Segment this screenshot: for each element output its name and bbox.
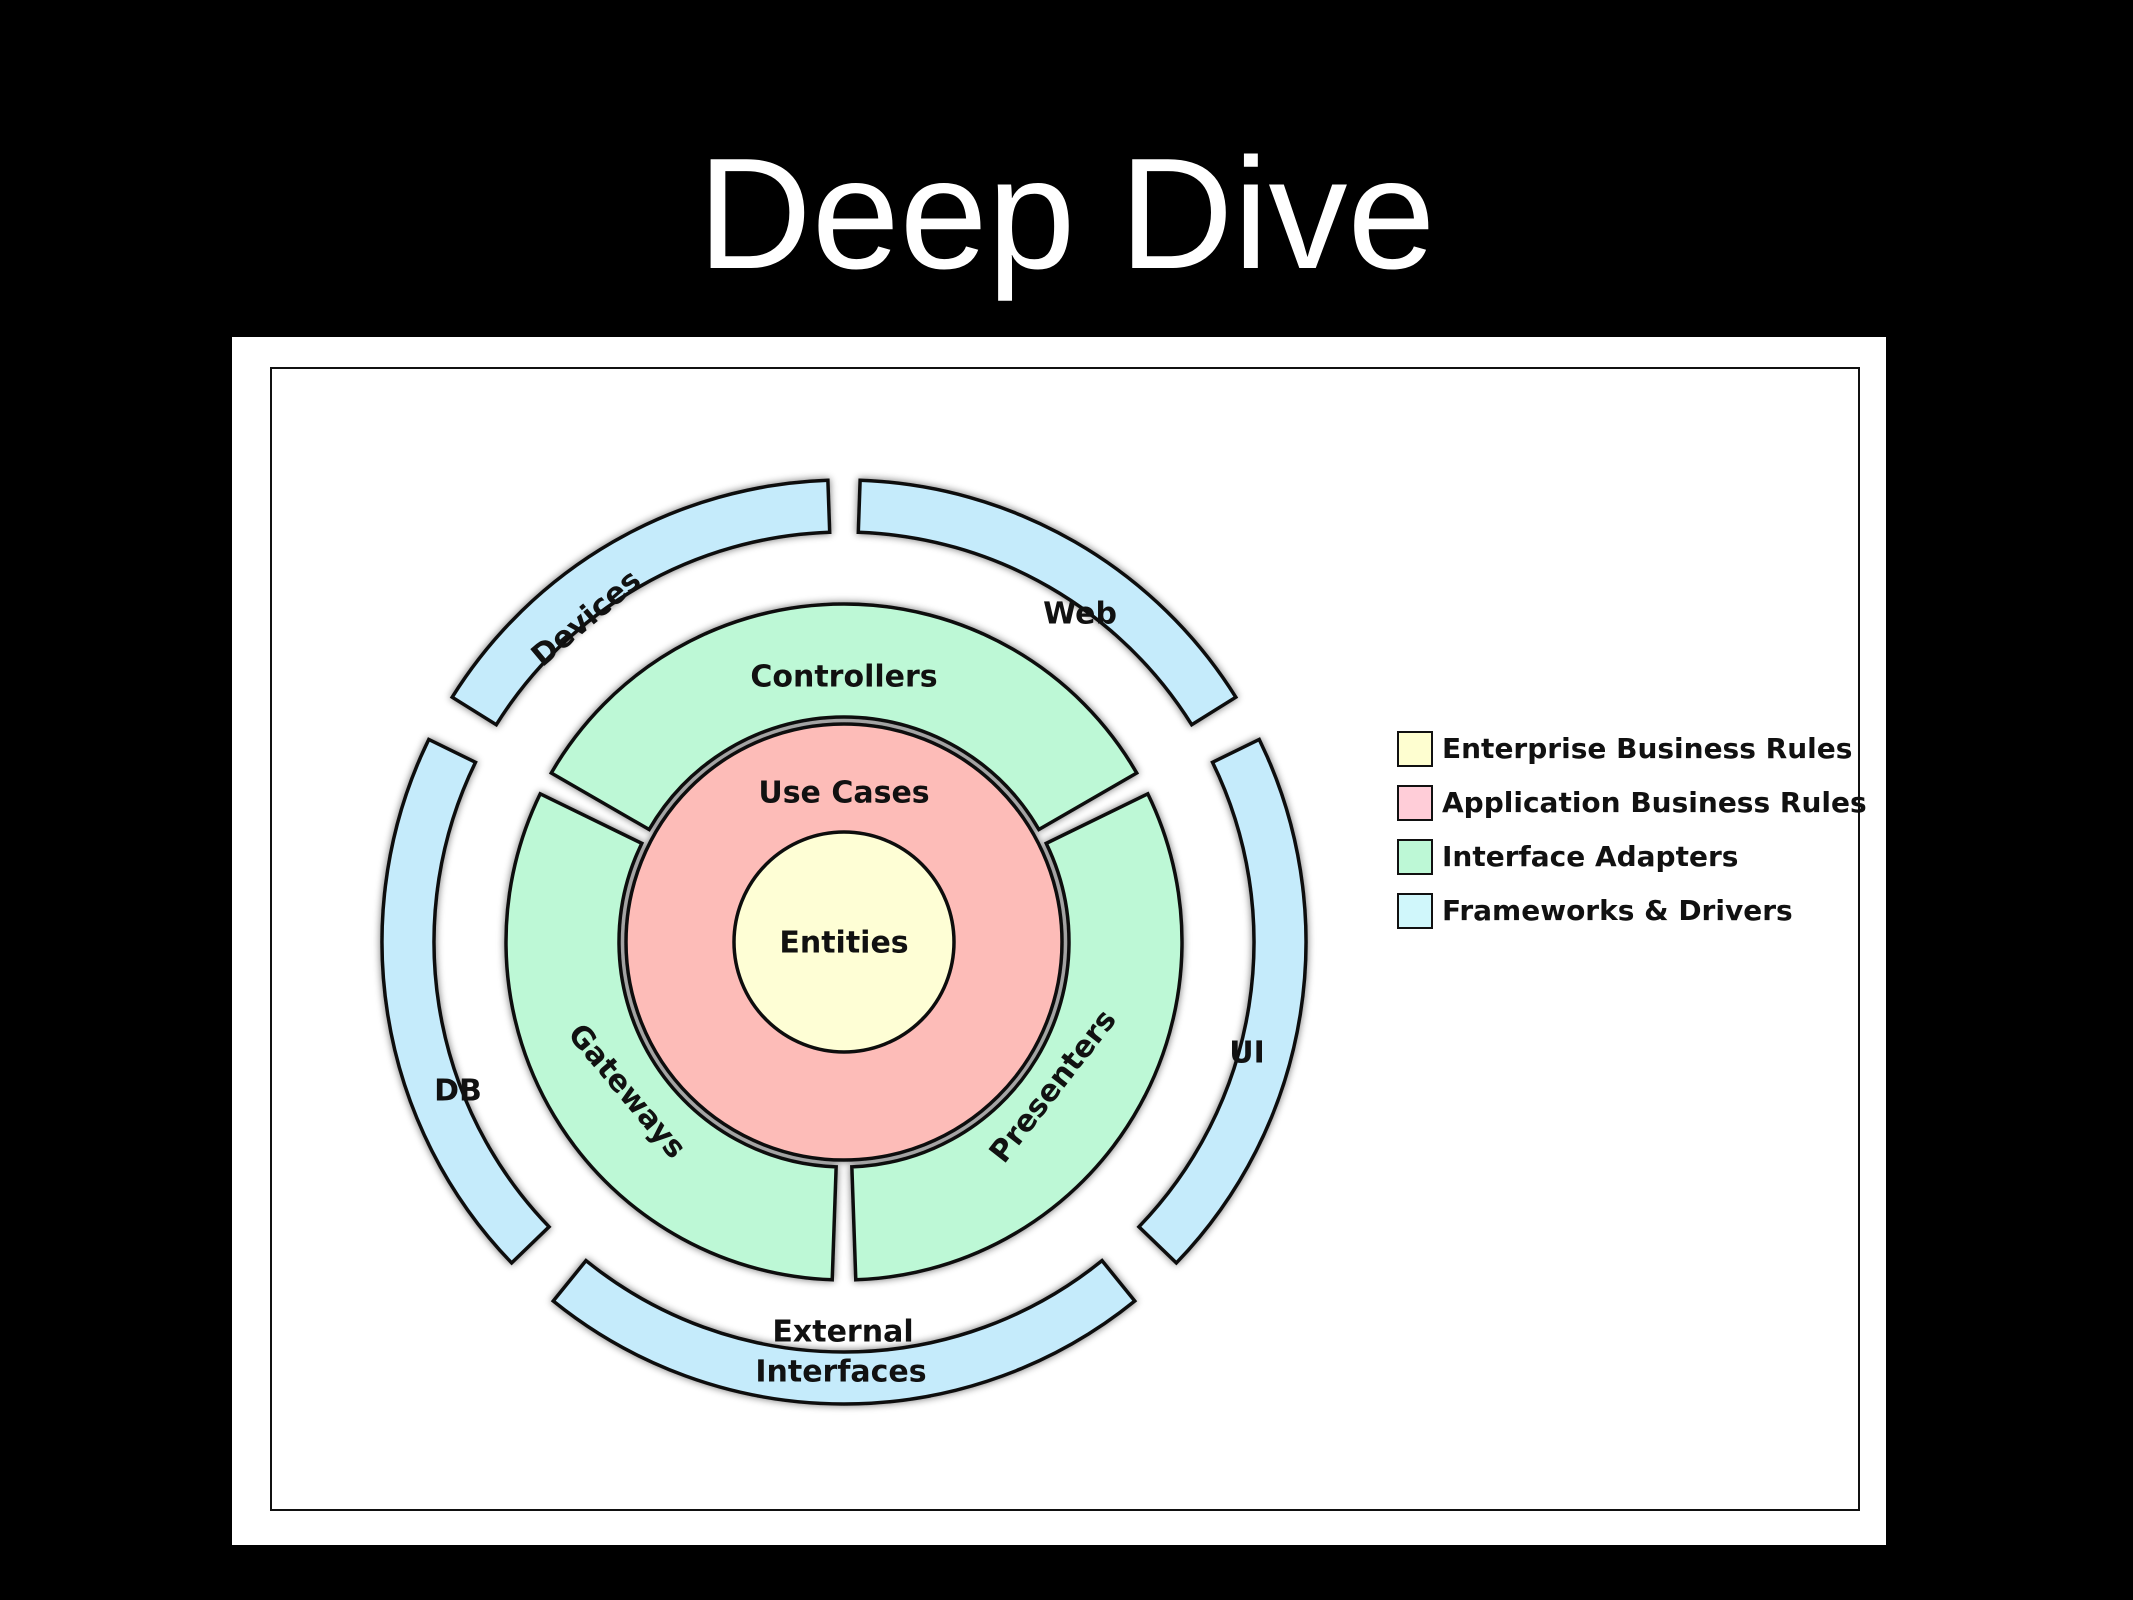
controllers-label: Controllers xyxy=(750,660,937,695)
external-interfaces-segment xyxy=(550,1258,1138,1406)
db-label: DB xyxy=(434,1074,482,1109)
legend-label: Interface Adapters xyxy=(1442,840,1738,873)
slide-title: Deep Dive xyxy=(697,126,1436,302)
legend-swatch xyxy=(1397,839,1433,875)
gateways-segment xyxy=(504,791,838,1282)
ui-segment xyxy=(1136,737,1308,1266)
legend-label: Enterprise Business Rules xyxy=(1442,732,1852,765)
legend-label: Application Business Rules xyxy=(1442,786,1867,819)
web-segment xyxy=(856,478,1239,728)
entities-label: Entities xyxy=(779,926,908,961)
legend-swatch xyxy=(1397,731,1433,767)
legend-swatch xyxy=(1397,785,1433,821)
controllers-segment xyxy=(548,602,1140,832)
legend-label: Frameworks & Drivers xyxy=(1442,894,1793,927)
entities-circle xyxy=(732,830,956,1054)
external-label-line2: Interfaces xyxy=(755,1355,926,1390)
web-label: Web xyxy=(1043,597,1117,632)
legend-swatch xyxy=(1397,893,1433,929)
ui-label: UI xyxy=(1229,1036,1265,1071)
presenters-segment xyxy=(850,791,1184,1282)
devices-segment xyxy=(449,478,832,728)
external-label-line1: External xyxy=(772,1315,913,1350)
db-segment xyxy=(380,737,552,1266)
diagram-frame xyxy=(270,367,1860,1511)
use-cases-label: Use Cases xyxy=(758,776,929,811)
